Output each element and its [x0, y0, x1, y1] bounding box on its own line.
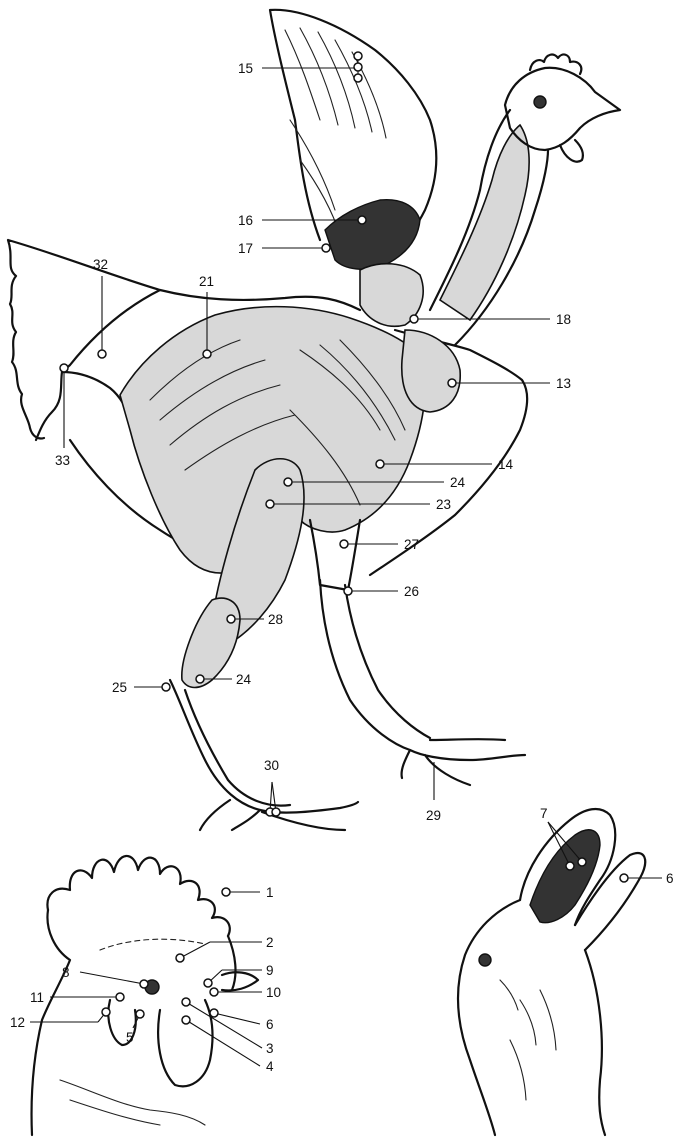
label-18: 18 — [556, 312, 571, 327]
label-24-upper: 24 — [450, 475, 466, 490]
label-17: 17 — [238, 241, 253, 256]
label-1: 1 — [266, 885, 274, 900]
rooster-wattles — [108, 1000, 212, 1086]
duck-head-outline — [458, 900, 605, 1135]
breast-muscle — [402, 330, 460, 412]
label-23: 23 — [436, 497, 451, 512]
label-2: 2 — [266, 935, 274, 950]
rooster-head-drawing — [32, 856, 258, 1135]
callout-leaders — [30, 56, 662, 1066]
duck-mouth-interior — [530, 830, 600, 923]
label-4: 4 — [266, 1059, 274, 1074]
label-21: 21 — [199, 274, 214, 289]
label-16: 16 — [238, 213, 253, 228]
label-11: 11 — [30, 990, 44, 1005]
chicken-body-drawing — [8, 10, 620, 830]
left-leg — [170, 680, 290, 810]
label-24-lower: 24 — [236, 672, 252, 687]
label-5: 5 — [126, 1030, 134, 1045]
callout-numbers: 15 16 17 18 13 14 24 23 27 26 28 24 25 3… — [10, 61, 674, 1074]
label-30: 30 — [264, 758, 279, 773]
neck-muscle — [440, 125, 529, 320]
drumstick-muscle — [182, 598, 240, 687]
label-15: 15 — [238, 61, 253, 76]
label-33: 33 — [55, 453, 70, 468]
right-leg-tarsus — [320, 580, 430, 750]
comb-base-dashed — [100, 939, 205, 950]
label-27: 27 — [404, 537, 419, 552]
label-3: 3 — [266, 1041, 274, 1056]
label-13: 13 — [556, 376, 571, 391]
wing-muscle-dark — [325, 200, 420, 269]
label-6-duck: 6 — [666, 871, 674, 886]
rooster-comb — [47, 856, 229, 936]
label-26: 26 — [404, 584, 419, 599]
duck-head-drawing — [458, 809, 645, 1135]
label-32: 32 — [93, 257, 108, 272]
label-10: 10 — [266, 985, 281, 1000]
label-9: 9 — [266, 963, 274, 978]
label-7: 7 — [540, 806, 548, 821]
right-foot — [402, 739, 525, 785]
label-6-rooster: 6 — [266, 1017, 274, 1032]
label-14: 14 — [498, 457, 514, 472]
label-8: 8 — [62, 965, 70, 980]
duck-feather-texture — [500, 980, 556, 1100]
duck-eye — [479, 954, 491, 966]
rooster-beak — [222, 972, 258, 990]
label-29: 29 — [426, 808, 441, 823]
eye — [534, 96, 546, 108]
label-25: 25 — [112, 680, 127, 695]
label-12: 12 — [10, 1015, 25, 1030]
label-28: 28 — [268, 612, 283, 627]
